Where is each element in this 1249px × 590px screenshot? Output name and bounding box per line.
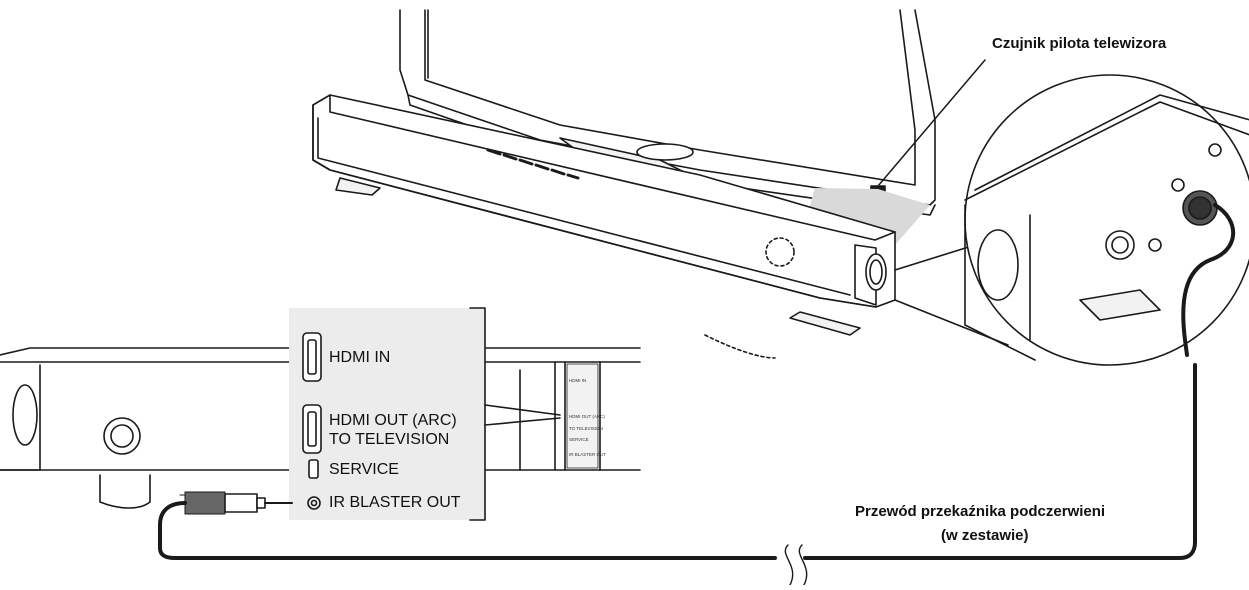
soundbar-display-segments — [486, 148, 580, 180]
ir-cable-label-line2: (w zestawie) — [941, 527, 1029, 544]
rear-service-label: SERVICE — [569, 437, 589, 442]
port-panel-zoom — [289, 307, 561, 521]
sensor-leader-line — [877, 59, 986, 187]
rear-to-tv-label: TO TELEVISION — [569, 426, 603, 431]
hdmi-in-label: HDMI IN — [329, 349, 391, 366]
rear-port-panel — [566, 363, 599, 469]
ir-cable-label-line1: Przewód przekaźnika podczerwieni — [855, 503, 1106, 520]
rear-ir-blaster-label: IR BLASTER OUT — [569, 452, 607, 457]
soundbar-front — [312, 94, 896, 359]
zoom-detail — [894, 74, 1249, 366]
rear-hdmi-in-label: HDMI IN — [569, 378, 587, 383]
hdmi-out-label-line1: HDMI OUT (ARC) — [329, 412, 457, 429]
hdmi-out-label-line2: TO TELEVISION — [329, 431, 450, 448]
ir-blaster-cable — [158, 363, 1197, 586]
rear-hdmi-out-label: HDMI OUT (ARC) — [569, 414, 605, 419]
ir-blaster-out-label: IR BLASTER OUT — [329, 494, 461, 511]
tv-sensor-label: Czujnik pilota telewizora — [992, 35, 1167, 52]
service-label: SERVICE — [329, 461, 399, 478]
